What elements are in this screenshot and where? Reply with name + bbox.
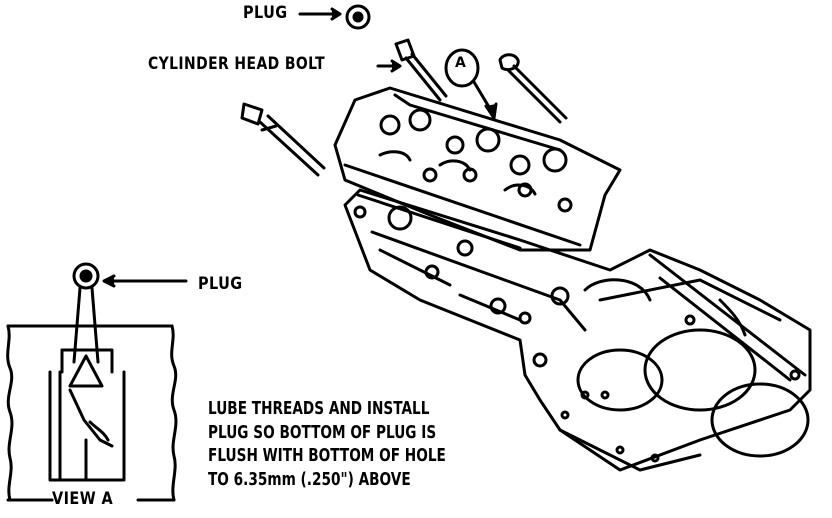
note-line: FLUSH WITH BOTTOM OF HOLE — [208, 446, 446, 466]
note-line: LUBE THREADS AND INSTALL — [208, 399, 430, 419]
view-a-box — [6, 324, 178, 502]
engine-block — [343, 188, 812, 472]
left-bolt — [240, 102, 326, 177]
callout-a — [444, 48, 498, 120]
upper-bolt — [394, 38, 448, 102]
install-note: LUBE THREADS AND INSTALL PLUG SO BOTTOM … — [208, 398, 446, 492]
cylinder-head — [333, 86, 622, 325]
plug-label-detail: PLUG — [198, 274, 243, 294]
note-line: TO 6.35mm (.250") ABOVE — [208, 469, 411, 490]
callout-letter: A — [455, 55, 467, 71]
view-a-label: VIEW A — [52, 489, 114, 509]
right-bolt — [498, 53, 568, 124]
note-line: PLUG SO BOTTOM OF PLUG IS — [208, 422, 437, 443]
top-plug — [345, 4, 371, 30]
plug-label-top: PLUG — [243, 3, 288, 23]
cylinder-head-bolt-label: CYLINDER HEAD BOLT — [148, 54, 326, 74]
detail-plug — [72, 262, 188, 364]
